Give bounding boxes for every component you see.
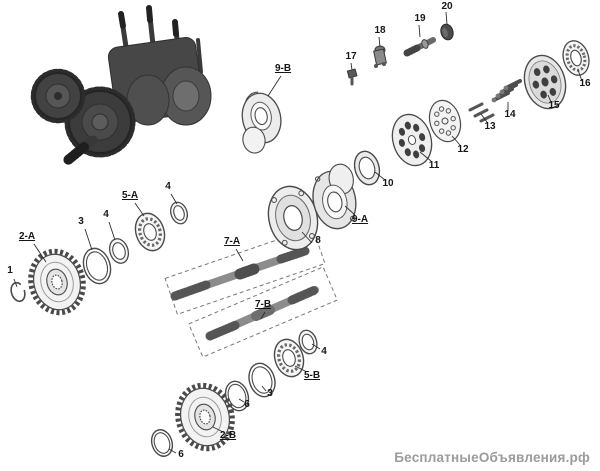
part-label-4b: 4 [165, 181, 171, 192]
part-18-valve [373, 45, 387, 68]
part-19-coupling-shaft [403, 37, 436, 57]
part-10-seal-ring [353, 150, 381, 186]
part-7B-shaft [205, 285, 320, 341]
part-2A-gear [28, 248, 86, 316]
part-4-washer-upper [108, 238, 130, 264]
part-12-valve-plate [428, 99, 462, 143]
part-label-10: 10 [382, 178, 394, 189]
part-14-piston-set [491, 79, 522, 103]
part-6-ring-b [150, 429, 174, 457]
part-13-pin-set [468, 102, 495, 123]
part-label-1: 1 [7, 265, 13, 276]
part-label-14: 14 [504, 109, 516, 120]
part-16-bearing [562, 40, 590, 76]
part-label-11: 11 [428, 160, 440, 171]
part-8-flange [267, 185, 319, 251]
part-1-snap-ring [10, 281, 26, 303]
part-label-6b: 6 [178, 449, 184, 460]
part-label-13: 13 [484, 121, 496, 132]
part-4-washer-lower [298, 329, 318, 355]
part-9B-housing [241, 91, 282, 154]
part-4-washer-upper2 [170, 201, 188, 225]
part-label-16: 16 [579, 78, 591, 89]
part-label-9b: 9-B [274, 63, 292, 74]
part-9A-housing [312, 163, 357, 230]
part-label-7a: 7-A [223, 236, 241, 247]
assembled-unit-illustration [30, 5, 212, 165]
part-label-3: 3 [78, 216, 84, 227]
part-label-2b: 2-B [219, 430, 237, 441]
part-label-8: 8 [315, 235, 321, 246]
part-5A-bearing [134, 212, 166, 252]
part-15-cylinder-barrel [523, 54, 567, 110]
part-label-12: 12 [457, 144, 469, 155]
part-label-6a: 6 [244, 399, 250, 410]
part-2B-gear [175, 382, 235, 452]
part-label-7b: 7-B [254, 299, 272, 310]
part-3-ring-lower [248, 362, 276, 398]
part-label-5b: 5-B [303, 370, 321, 381]
part-label-17: 17 [345, 51, 357, 62]
part-5B-bearing [273, 338, 305, 378]
part-label-4c: 4 [321, 346, 327, 357]
part-11-cylinder-block [391, 113, 433, 167]
part-label-5a: 5-A [121, 190, 139, 201]
part-label-3b: 3 [267, 388, 273, 399]
watermark-text: БесплатныеОбъявления.рф [394, 450, 590, 465]
part-label-9a: 9-A [351, 214, 369, 225]
part-7A-shaft [170, 246, 310, 301]
part-20-cap [440, 23, 454, 41]
part-label-15: 15 [548, 100, 560, 111]
part-label-2a: 2-A [18, 231, 36, 242]
part-label-20: 20 [441, 1, 453, 12]
part-label-19: 19 [414, 13, 426, 24]
leader-lines [13, 11, 583, 454]
part-label-18: 18 [374, 25, 386, 36]
part-17-plug-bolt [346, 68, 358, 86]
part-label-4a: 4 [103, 209, 109, 220]
